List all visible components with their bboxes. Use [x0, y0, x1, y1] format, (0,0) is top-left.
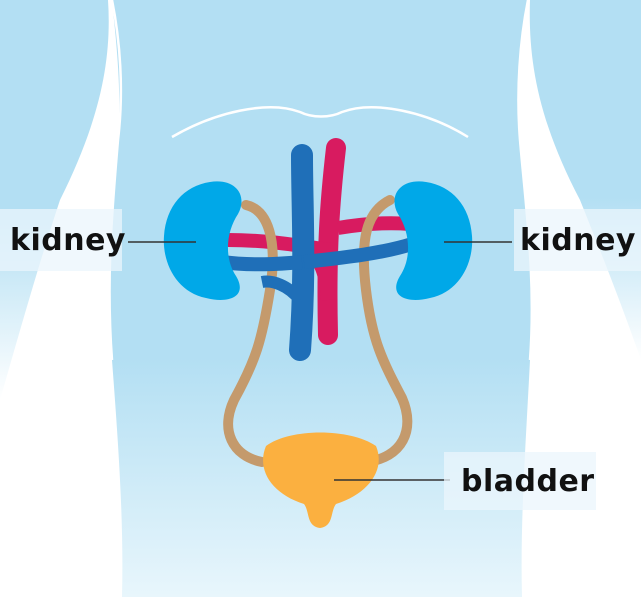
- ureter-right: [358, 195, 413, 467]
- left-arm: [0, 0, 109, 400]
- label-kidney-left: kidney: [0, 209, 125, 271]
- vena-cava: [289, 144, 315, 361]
- kidney-right-shape: [394, 181, 473, 300]
- renal-vein-right: [303, 237, 415, 269]
- label-kidney-right: kidney: [514, 209, 641, 271]
- label-kidney-right-text: kidney: [520, 222, 636, 258]
- kidney-left-shape: [163, 181, 242, 300]
- ureter-left: [223, 200, 278, 467]
- label-bladder: bladder: [444, 452, 596, 510]
- torso-outline-left: [108, 0, 123, 361]
- label-kidney-left-text: kidney: [10, 222, 126, 258]
- torso-outline-right: [517, 0, 534, 361]
- renal-vein-left: [221, 255, 303, 272]
- aorta: [317, 138, 346, 345]
- renal-artery-left: [227, 233, 331, 257]
- ribcage-line: [171, 106, 469, 139]
- iliac-vein-left: [260, 275, 305, 304]
- label-bladder-text: bladder: [461, 463, 595, 499]
- bladder-shape: [263, 432, 379, 528]
- right-arm: [529, 0, 641, 360]
